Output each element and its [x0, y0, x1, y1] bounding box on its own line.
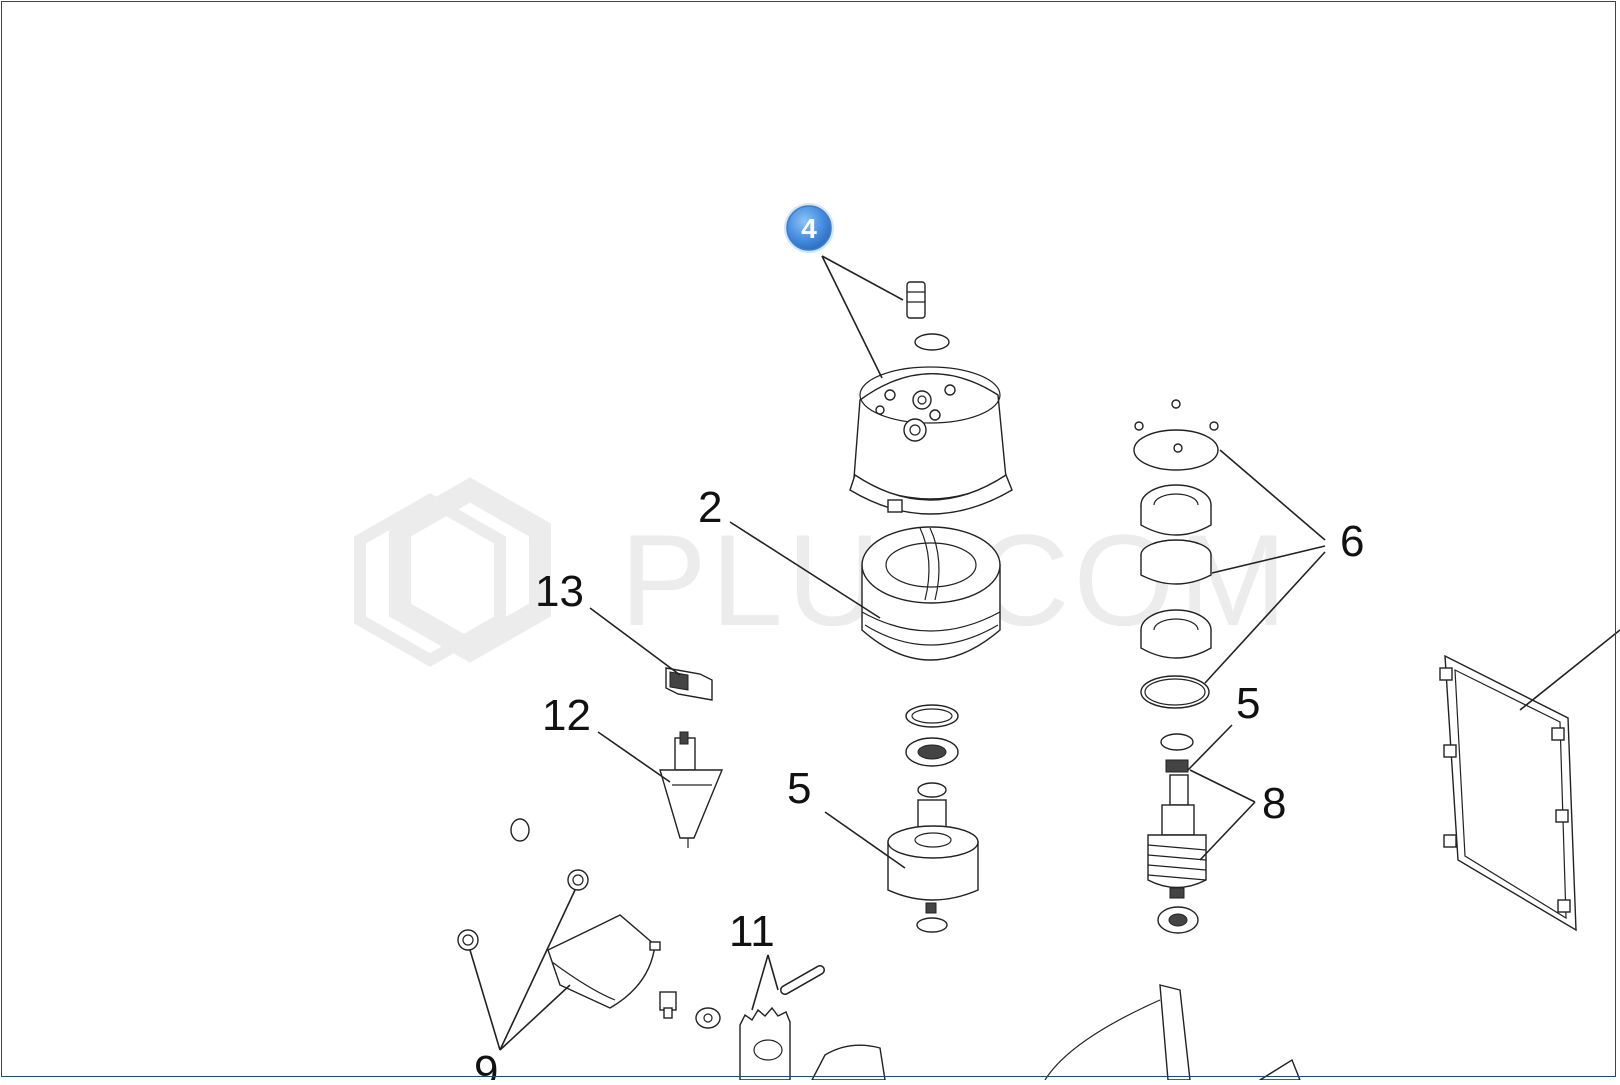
part-motor-cover[interactable]: [849, 281, 1013, 515]
callout-8[interactable]: 8: [1262, 779, 1286, 828]
callout-9[interactable]: 9: [474, 1047, 498, 1085]
part-9-cover[interactable]: [547, 914, 661, 1009]
callout-2[interactable]: 2: [698, 483, 722, 532]
part-6-bearing-stack[interactable]: [1133, 399, 1219, 709]
callout-6[interactable]: 6: [1340, 517, 1364, 566]
watermark-logo-icon: [354, 477, 551, 667]
part-5-rotor[interactable]: [887, 704, 979, 933]
callout-5-rotor[interactable]: 5: [787, 764, 811, 813]
badge-circle: [786, 205, 832, 251]
callout-11[interactable]: 11: [729, 907, 775, 956]
selected-callout-badge-4[interactable]: 4: [784, 203, 834, 253]
callout-labels: 2 13 12 6 5 5 8 11 9: [474, 483, 1364, 1085]
part-8-shaft[interactable]: [1147, 733, 1207, 934]
leader-lines: [469, 255, 1620, 1051]
part-base-frame[interactable]: [1044, 984, 1302, 1081]
part-stator[interactable]: [861, 526, 1001, 661]
part-small-washers[interactable]: [457, 818, 589, 951]
part-12-bracket[interactable]: [659, 731, 724, 848]
callout-12[interactable]: 12: [542, 691, 591, 740]
badge-label: 4: [801, 213, 817, 244]
callout-13[interactable]: 13: [535, 567, 584, 616]
callout-5-shaft[interactable]: 5: [1236, 679, 1260, 728]
part-13-block[interactable]: [665, 667, 713, 701]
part-side-panel[interactable]: [1439, 654, 1577, 932]
part-11-gear[interactable]: [659, 965, 886, 1081]
